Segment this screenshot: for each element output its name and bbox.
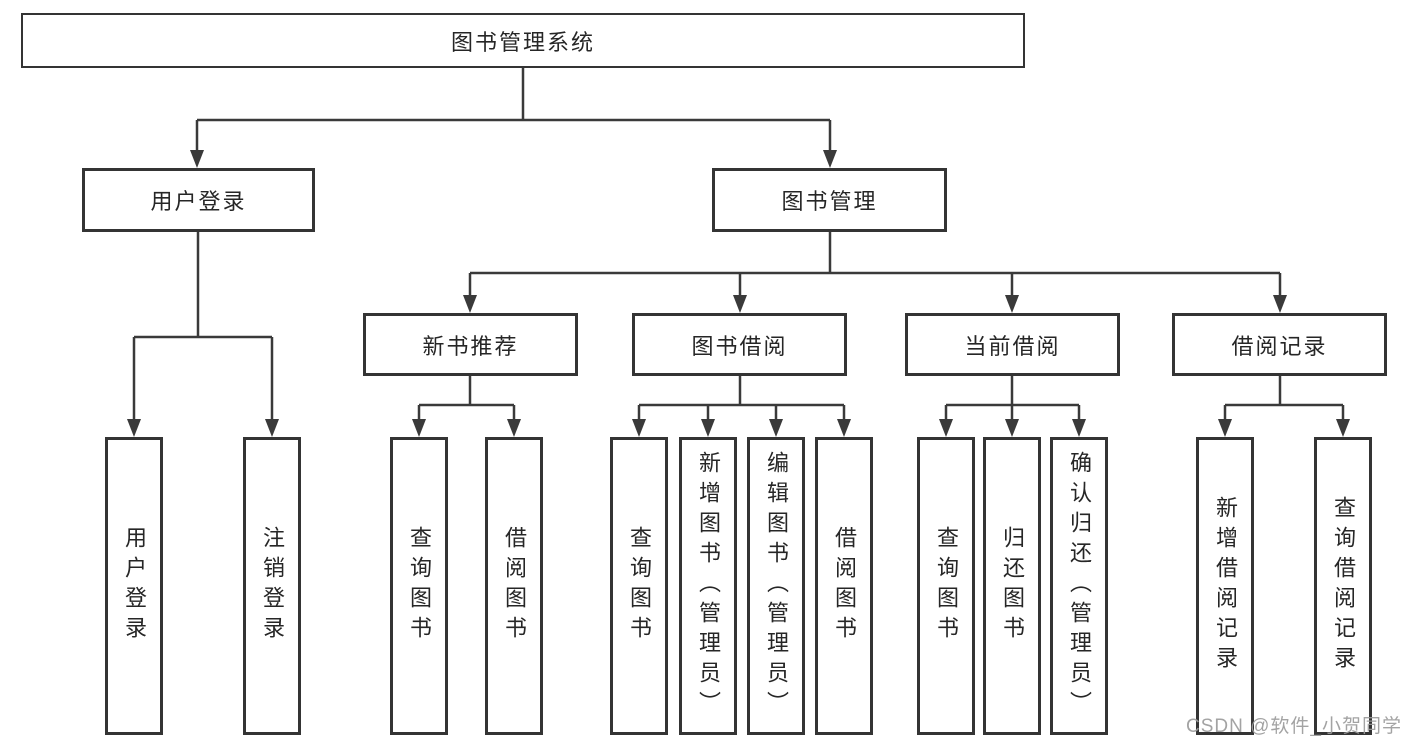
arrowhead xyxy=(632,419,646,437)
node-user-login: 用户登录 xyxy=(82,168,315,232)
leaf-add-borrow-record: 新增借阅记录 xyxy=(1196,437,1254,735)
arrowhead xyxy=(769,419,783,437)
arrowhead xyxy=(837,419,851,437)
arrowhead xyxy=(190,150,204,168)
node-library-management-system: 图书管理系统 xyxy=(21,13,1025,68)
leaf-logout: 注销登录 xyxy=(243,437,301,735)
arrowhead xyxy=(1005,419,1019,437)
arrowhead xyxy=(733,295,747,313)
arrowhead xyxy=(1336,419,1350,437)
node-book-management: 图书管理 xyxy=(712,168,947,232)
arrowhead xyxy=(1273,295,1287,313)
arrowhead xyxy=(507,419,521,437)
arrowhead xyxy=(463,295,477,313)
arrowhead xyxy=(1218,419,1232,437)
leaf-return-book: 归还图书 xyxy=(983,437,1041,735)
arrowhead xyxy=(823,150,837,168)
connector-root-stub xyxy=(195,68,832,151)
leaf-borrow-books-borrow: 借阅图书 xyxy=(815,437,873,735)
arrowhead xyxy=(1072,419,1086,437)
connector-book-borrow xyxy=(637,376,846,420)
arrowhead xyxy=(939,419,953,437)
leaf-query-books-recommend: 查询图书 xyxy=(390,437,448,735)
leaf-query-books-current: 查询图书 xyxy=(917,437,975,735)
leaf-user-login: 用户登录 xyxy=(105,437,163,735)
leaf-edit-book-admin: 编辑图书（管理员） xyxy=(747,437,805,735)
connector-book-management xyxy=(468,232,1282,296)
arrowhead xyxy=(412,419,426,437)
leaf-confirm-return-admin: 确认归还（管理员） xyxy=(1050,437,1108,735)
leaf-query-books-borrow: 查询图书 xyxy=(610,437,668,735)
csdn-watermark: CSDN @软件_小贺同学 xyxy=(1186,716,1402,737)
node-new-book-recommend: 新书推荐 xyxy=(363,313,578,376)
arrowhead xyxy=(701,419,715,437)
node-current-borrow: 当前借阅 xyxy=(905,313,1120,376)
node-borrow-records: 借阅记录 xyxy=(1172,313,1387,376)
arrowhead xyxy=(127,419,141,437)
arrowhead xyxy=(1005,295,1019,313)
leaf-add-book-admin: 新增图书（管理员） xyxy=(679,437,737,735)
connector-new-book xyxy=(417,376,516,420)
node-book-borrow: 图书借阅 xyxy=(632,313,847,376)
leaf-query-borrow-record: 查询借阅记录 xyxy=(1314,437,1372,735)
connector-current-borrow xyxy=(944,376,1081,420)
leaf-borrow-books-recommend: 借阅图书 xyxy=(485,437,543,735)
connector-borrow-records xyxy=(1223,376,1345,420)
connector-user-login xyxy=(132,232,274,420)
arrowhead xyxy=(265,419,279,437)
